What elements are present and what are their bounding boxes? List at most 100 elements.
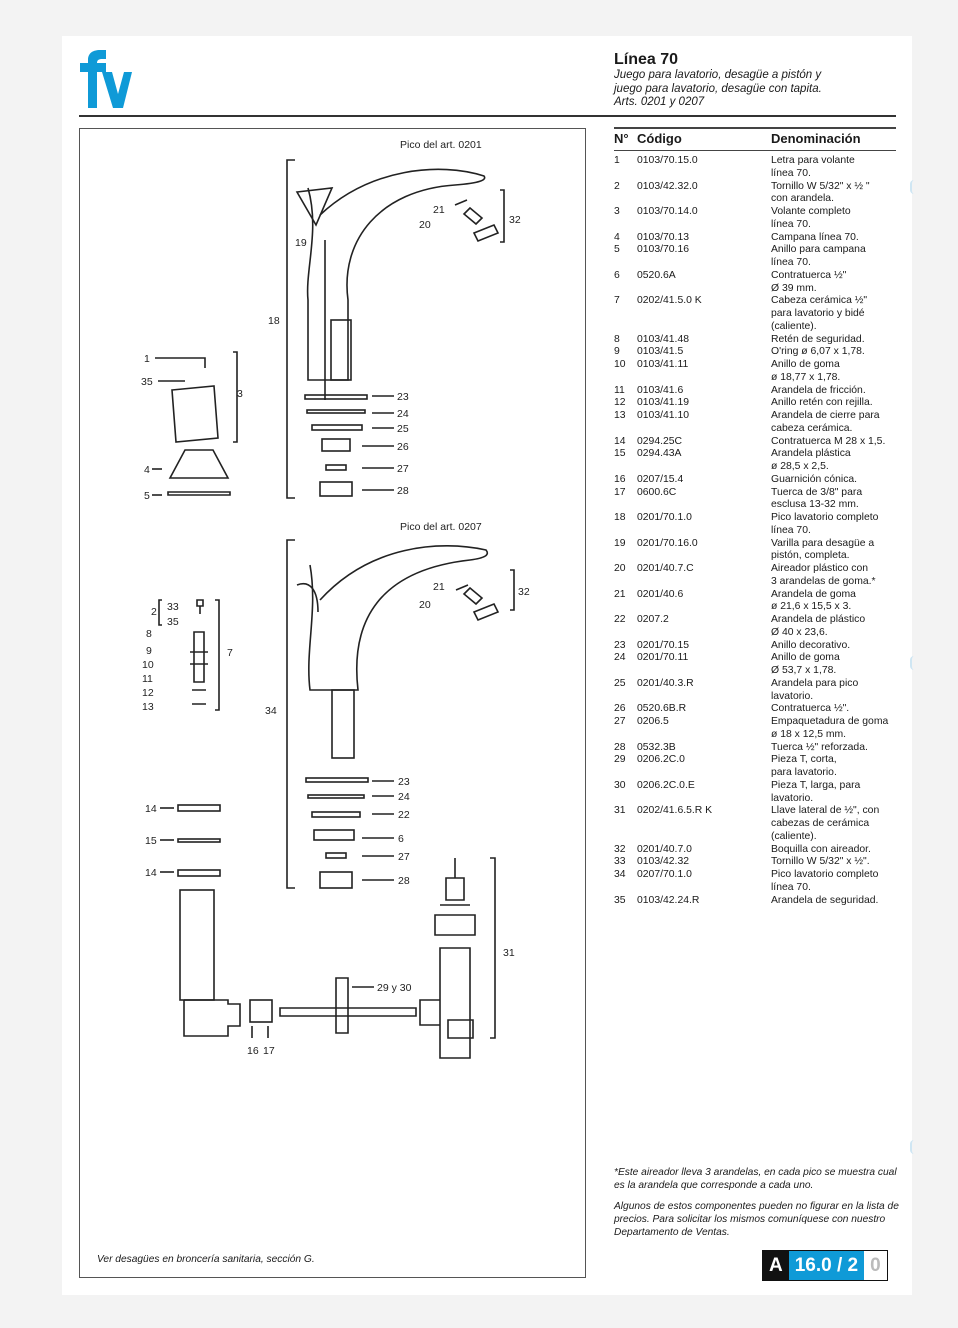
callout-label: 26: [397, 441, 409, 453]
part-description: Anillo de goma ø 18,77 x 1,78.: [771, 359, 841, 383]
part-description: Letra para volante línea 70.: [771, 155, 855, 179]
part-number: 28: [614, 741, 626, 753]
table-header-rule: [614, 150, 896, 151]
part-description: Anillo de goma Ø 53,7 x 1,78.: [771, 652, 840, 676]
part-code: 0103/41.10: [637, 410, 690, 421]
fv-logo: [80, 50, 132, 108]
part-description: Pieza T, larga, para lavatorio.: [771, 779, 861, 804]
part-number: 11: [614, 384, 625, 396]
callout-label: 27: [397, 463, 409, 475]
callout-label: 35: [141, 376, 153, 388]
part-description: Retén de seguridad.: [771, 333, 865, 345]
scroll-edge-marker: [910, 1140, 918, 1154]
table-row: 15 0294.43A Arandela plástica ø 28,5 x 2,5…: [614, 448, 904, 474]
part-code: 0103/70.15.0: [637, 155, 698, 166]
part-code: 0520.6B.R: [637, 703, 687, 715]
part-description: Tornillo W 5/32" x ½ " con arandela.: [771, 180, 870, 205]
page-subtitle: Juego para lavatorio, desagüe a pistón y…: [614, 69, 904, 110]
callout-label: 10: [142, 659, 154, 671]
part-description: Aireador plástico con 3 arandelas de gom…: [771, 563, 876, 587]
callout-label: 21: [433, 204, 445, 216]
part-code: 0103/42.32: [637, 856, 690, 868]
part-number: 17: [614, 486, 626, 498]
part-number: 12: [614, 397, 626, 409]
part-code: 0294.43A: [637, 448, 682, 460]
part-description: Arandela de fricción.: [771, 384, 866, 396]
page-title: Línea 70: [614, 51, 679, 68]
part-code: 0201/40.6: [637, 588, 684, 600]
callout-label: 34: [265, 705, 277, 717]
part-description: Tornillo W 5/32" x ½".: [771, 856, 870, 868]
part-number: 15: [614, 448, 626, 460]
part-number: 27: [614, 716, 626, 727]
part-number: 29: [614, 754, 626, 766]
part-number: 34: [614, 869, 626, 880]
callout-label: 35: [167, 616, 179, 628]
part-code: 0207/70.1.0: [637, 869, 692, 880]
callout-label: 20: [419, 219, 431, 231]
part-number: 2: [614, 180, 620, 192]
callout-label: 32: [509, 214, 521, 226]
part-code: 0600.6C: [637, 486, 677, 498]
part-number: 13: [614, 410, 626, 421]
part-code: 0207/15.4: [637, 473, 684, 485]
part-code: 0206.5: [637, 716, 669, 727]
availability-note: Algunos de estos componentes pueden no f…: [614, 1201, 899, 1238]
part-description: Arandela de plástico Ø 40 x 23,6.: [771, 614, 866, 638]
part-code: 0207.2: [637, 614, 669, 625]
callout-label: 17: [263, 1045, 275, 1057]
part-code: 0202/41.5.0 K: [637, 295, 702, 307]
callout-label: 6: [398, 833, 404, 845]
part-number: 25: [614, 677, 626, 689]
part-description: Arandela de goma ø 21,6 x 15,5 x 3.: [771, 588, 856, 613]
part-number: 9: [614, 346, 620, 358]
callout-label: 27: [398, 851, 410, 863]
part-code: 0201/70.15: [637, 639, 690, 651]
part-description: O'ring ø 6,07 x 1,78.: [771, 346, 865, 358]
spout-0201: [306, 168, 486, 381]
callout-label: 11: [142, 673, 153, 685]
part-number: 10: [614, 359, 626, 370]
part-description: Pico lavatorio completo línea 70.: [771, 512, 879, 536]
part-number: 18: [614, 512, 626, 523]
part-code: 0103/41.5: [637, 346, 684, 358]
callout-label: 14: [145, 867, 157, 879]
table-header: N° Código Denominación: [614, 130, 896, 149]
part-number: 20: [614, 563, 626, 574]
table-top-rule: [614, 127, 896, 129]
part-description: Llave lateral de ½", con cabezas de cerá…: [771, 805, 880, 842]
part-code: 0103/41.6: [637, 384, 684, 396]
callout-label: 3: [237, 388, 243, 400]
part-description: Arandela plástica ø 28,5 x 2,5.: [771, 448, 851, 472]
callout-label: 2: [151, 606, 157, 618]
scroll-edge-marker: [910, 180, 918, 194]
part-code: 0201/40.7.0: [637, 843, 692, 855]
part-number: 31: [614, 805, 626, 817]
callout-label: 5: [144, 490, 150, 502]
part-number: 8: [614, 333, 620, 345]
part-code: 0103/70.16: [637, 244, 690, 256]
part-code: 0103/42.24.R: [637, 894, 700, 906]
table-row: 11 0103/41.6 Arandela de fricción.: [614, 385, 904, 398]
callout-label: 7: [227, 647, 233, 659]
diagram-caption: Pico del art. 0201: [400, 139, 482, 151]
part-description: Volante completo línea 70.: [771, 206, 851, 230]
callout-label: 28: [398, 875, 410, 887]
header-rule: [79, 115, 896, 117]
callout-label: 12: [142, 687, 154, 699]
callout-label: 23: [398, 776, 410, 788]
callout-label: 14: [145, 803, 157, 815]
callout-label: 16: [247, 1045, 259, 1057]
